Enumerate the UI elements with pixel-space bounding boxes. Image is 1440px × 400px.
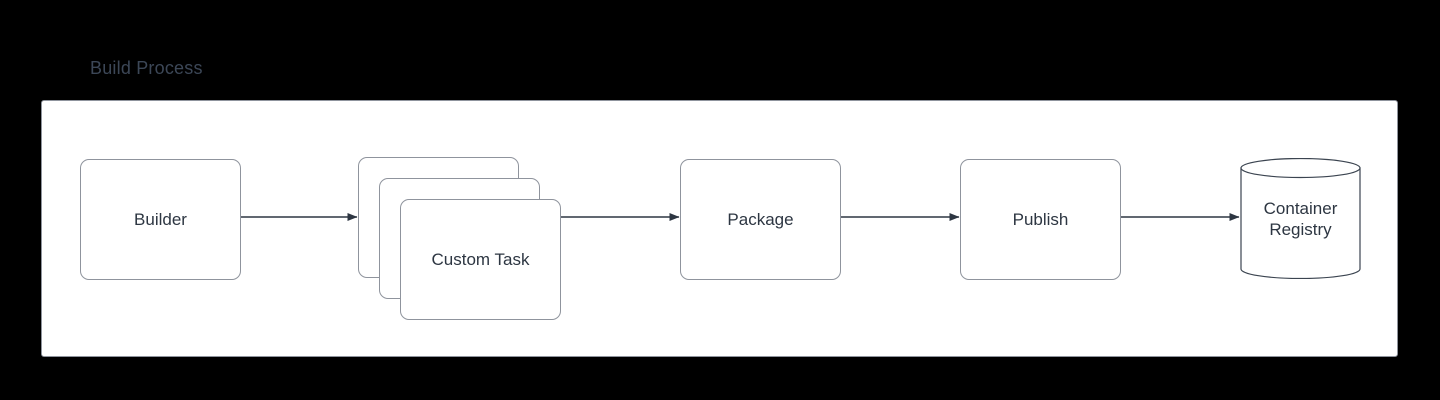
node-builder[interactable]: Builder [80, 159, 241, 280]
page-title: Build Process [90, 58, 203, 78]
cylinder-shape [1240, 158, 1361, 279]
node-custom-task-label: Custom Task [431, 250, 530, 269]
node-publish[interactable]: Publish [960, 159, 1121, 280]
node-custom-task[interactable]: Custom Task [400, 199, 561, 320]
node-container-registry[interactable] [1240, 158, 1361, 279]
node-publish-label: Publish [1012, 210, 1069, 229]
node-package[interactable]: Package [680, 159, 841, 280]
node-package-label: Package [727, 210, 794, 229]
node-builder-label: Builder [134, 210, 187, 229]
